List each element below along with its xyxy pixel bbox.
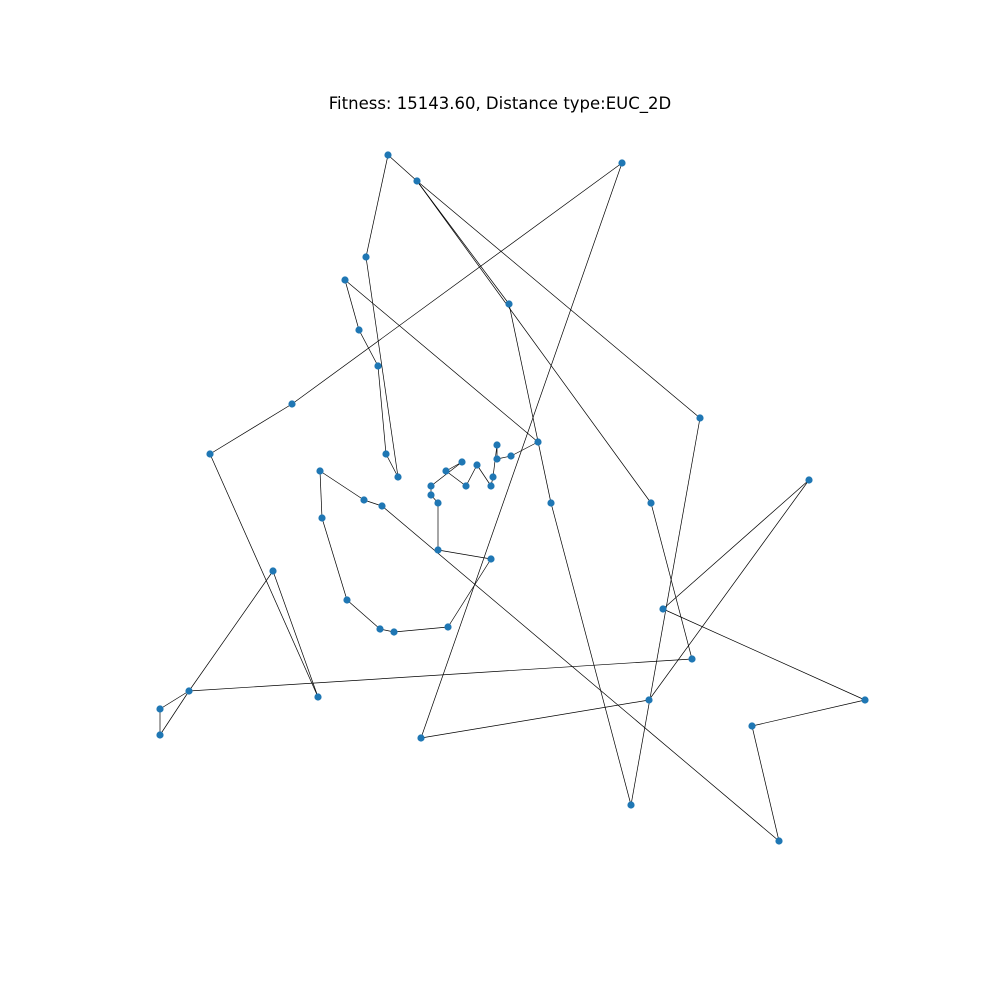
city-point xyxy=(775,837,783,845)
tour-edges xyxy=(159,154,866,842)
tour-edge xyxy=(188,570,274,692)
city-point xyxy=(487,555,495,563)
city-point xyxy=(507,452,515,460)
tour-edge xyxy=(188,658,693,692)
city-point xyxy=(156,705,164,713)
city-point xyxy=(434,546,442,554)
city-point xyxy=(417,734,425,742)
city-point xyxy=(343,596,351,604)
city-point xyxy=(659,605,667,613)
tour-edge xyxy=(445,470,467,487)
tour-edge xyxy=(420,162,623,739)
tour-edge xyxy=(508,303,552,504)
city-point xyxy=(413,177,421,185)
tour-edge xyxy=(346,599,381,630)
city-point xyxy=(355,326,363,334)
tour-edge xyxy=(365,256,399,478)
city-point xyxy=(434,499,442,507)
city-point xyxy=(493,455,501,463)
city-point xyxy=(534,438,542,446)
city-point xyxy=(696,414,704,422)
tour-edge xyxy=(377,365,387,455)
city-point xyxy=(376,625,384,633)
city-point xyxy=(647,499,655,507)
tour-edge xyxy=(209,453,319,698)
tour-edge xyxy=(416,180,652,504)
tour-edge xyxy=(550,502,632,806)
tour-edge xyxy=(319,470,365,501)
city-point xyxy=(688,655,696,663)
city-point xyxy=(382,450,390,458)
tour-edge xyxy=(159,690,190,736)
city-point xyxy=(748,722,756,730)
tour-edge xyxy=(393,626,449,633)
tour-nodes xyxy=(156,151,869,845)
city-point xyxy=(493,441,501,449)
city-point xyxy=(805,476,813,484)
city-point xyxy=(627,801,635,809)
tour-edge xyxy=(319,470,323,519)
tour-edge xyxy=(344,279,539,443)
city-point xyxy=(444,623,452,631)
tour-edge xyxy=(437,549,492,560)
city-point xyxy=(269,567,277,575)
city-point xyxy=(505,300,513,308)
city-point xyxy=(374,362,382,370)
city-point xyxy=(341,276,349,284)
city-point xyxy=(156,731,164,739)
tour-edge xyxy=(420,699,650,739)
tour-edge xyxy=(510,441,539,457)
city-point xyxy=(487,482,495,490)
city-point xyxy=(185,687,193,695)
city-point xyxy=(861,696,869,704)
tour-edge xyxy=(416,180,510,305)
city-point xyxy=(427,491,435,499)
city-point xyxy=(384,151,392,159)
city-point xyxy=(394,473,402,481)
city-point xyxy=(645,696,653,704)
tour-edge xyxy=(447,558,492,628)
city-point xyxy=(547,499,555,507)
tour-edge xyxy=(272,570,319,698)
city-point xyxy=(206,450,214,458)
city-point xyxy=(360,496,368,504)
city-point xyxy=(462,482,470,490)
tour-edge xyxy=(465,464,478,487)
city-point xyxy=(473,461,481,469)
tour-edge xyxy=(751,699,866,727)
city-point xyxy=(427,482,435,490)
tour-edge xyxy=(381,505,780,842)
city-point xyxy=(362,253,370,261)
city-point xyxy=(314,693,322,701)
tour-edge xyxy=(385,453,399,478)
chart-title: Fitness: 15143.60, Distance type:EUC_2D xyxy=(328,94,672,113)
city-point xyxy=(316,467,324,475)
city-point xyxy=(378,502,386,510)
tour-edge xyxy=(650,502,693,660)
tour-edge xyxy=(751,725,780,842)
tour-edge xyxy=(159,690,190,710)
city-point xyxy=(618,159,626,167)
tour-edge xyxy=(476,464,492,487)
tour-edge xyxy=(387,154,418,182)
city-point xyxy=(390,628,398,636)
city-point xyxy=(458,458,466,466)
city-point xyxy=(489,473,497,481)
tour-edge xyxy=(648,479,810,701)
tour-edge xyxy=(344,279,360,331)
city-point xyxy=(288,400,296,408)
tour-edge xyxy=(291,162,623,405)
city-point xyxy=(442,467,450,475)
tour-edge xyxy=(662,608,866,701)
tour-edge xyxy=(365,154,389,258)
tour-edge xyxy=(662,479,810,610)
tour-edge xyxy=(209,403,293,455)
tour-edge xyxy=(321,517,348,601)
tour-edge xyxy=(416,180,701,419)
city-point xyxy=(318,514,326,522)
